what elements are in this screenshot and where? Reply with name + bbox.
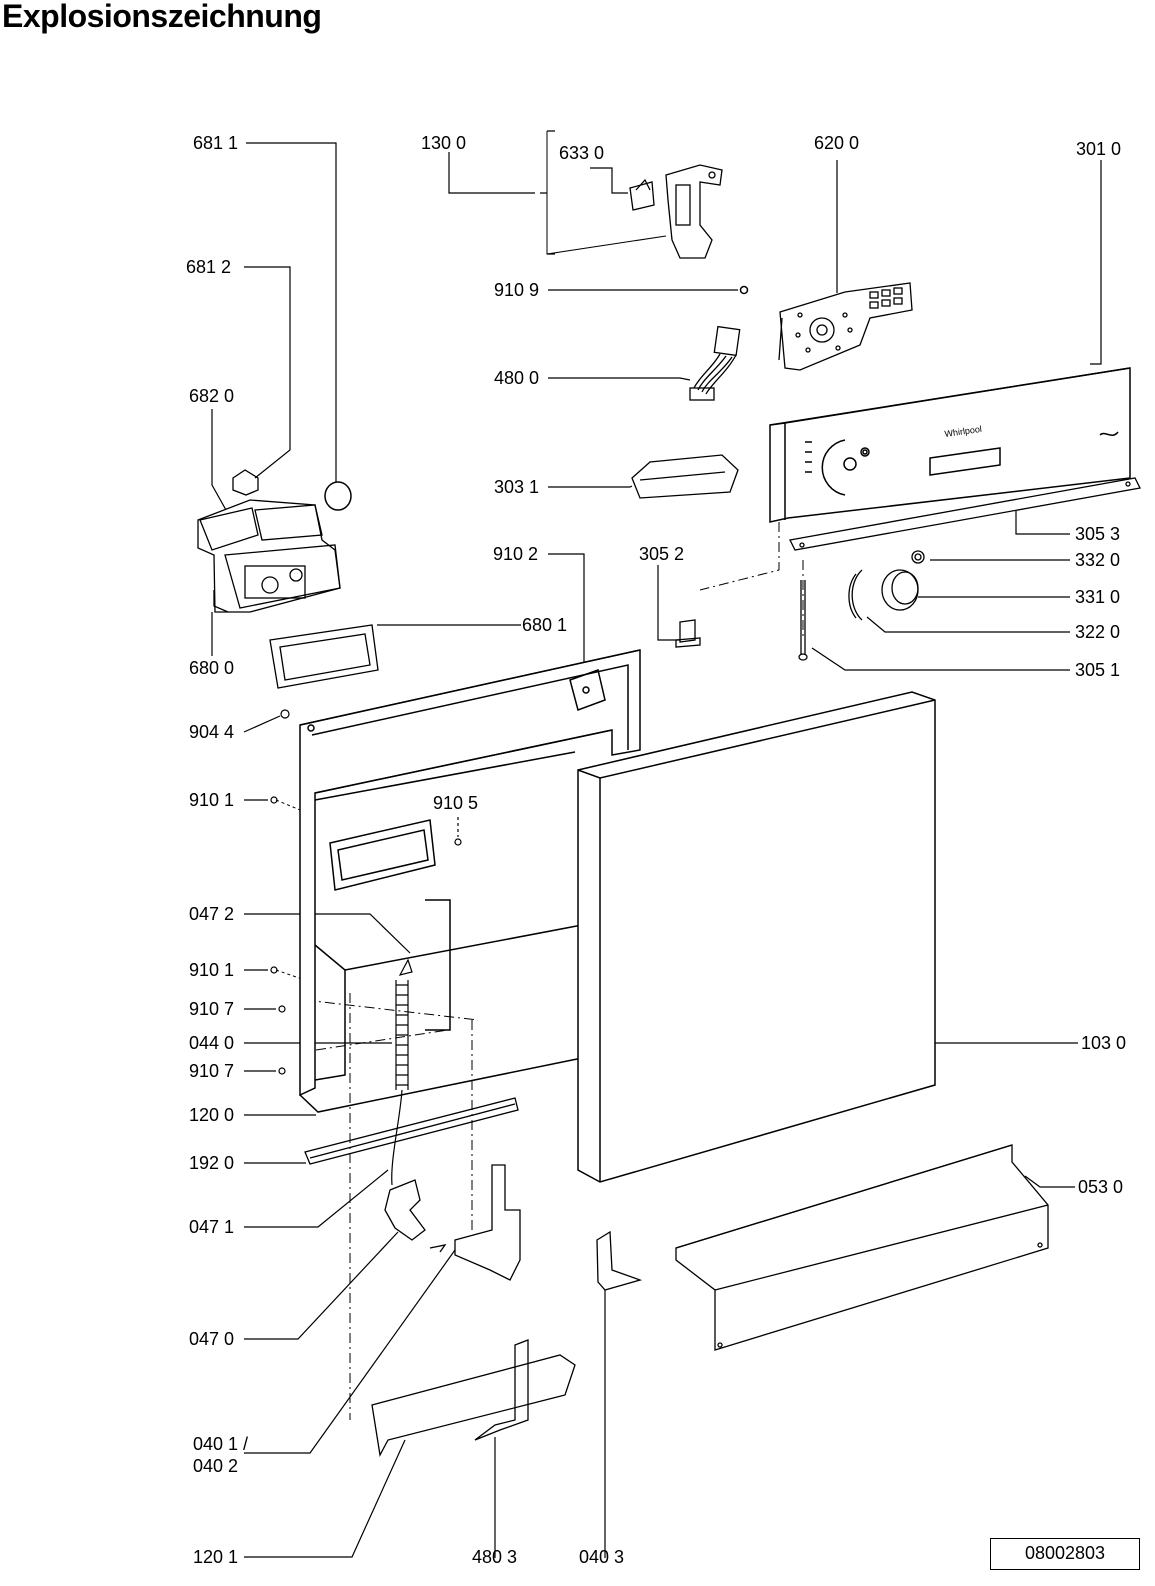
label-044-0: 044 0 (189, 1033, 235, 1053)
hinge-bracket (384, 1179, 447, 1253)
door-spring (391, 958, 413, 1186)
lower-door-panel (371, 1339, 576, 1458)
leader-lines (211, 130, 1102, 1558)
label-040-3: 040 3 (579, 1547, 625, 1567)
label-130-0: 130 0 (421, 133, 467, 153)
label-332-0: 332 0 (1075, 550, 1121, 570)
label-305-3: 305 3 (1075, 524, 1121, 544)
indicator-light-housing (631, 454, 739, 499)
label-303-1: 303 1 (494, 477, 540, 497)
label-305-2: 305 2 (639, 544, 685, 564)
page-title: Explosionszeichnung (2, 0, 322, 34)
outer-door-panel (577, 691, 936, 1183)
angle-bracket (596, 1230, 643, 1291)
side-bracket (454, 1164, 521, 1281)
label-192-0: 192 0 (189, 1153, 235, 1173)
screw-910-1-top (270, 796, 278, 804)
label-680-1: 680 1 (522, 615, 568, 635)
label-322-0: 322 0 (1075, 622, 1121, 642)
label-480-0: 480 0 (494, 368, 540, 388)
inner-door-panel (299, 649, 641, 1113)
hinge-clip (675, 619, 701, 648)
label-910-9: 910 9 (494, 280, 540, 300)
label-680-0: 680 0 (189, 658, 235, 678)
label-620-0: 620 0 (814, 133, 860, 153)
door-rail (304, 1097, 519, 1165)
control-board-pcb (778, 282, 913, 371)
label-910-5: 910 5 (433, 793, 479, 813)
nut-332-0 (911, 550, 925, 564)
label-904-4: 904 4 (189, 722, 235, 742)
label-331-0: 331 0 (1075, 587, 1121, 607)
screw-910-7-top (278, 1005, 286, 1013)
label-633-0: 633 0 (559, 143, 605, 163)
label-681-2: 681 2 (186, 257, 232, 277)
door-switch-assembly (629, 164, 723, 259)
label-040-2: 040 2 (193, 1456, 239, 1476)
label-910-1-bottom: 910 1 (189, 960, 235, 980)
label-040-1: 040 1 / (193, 1434, 249, 1454)
screw-910-5 (454, 838, 462, 846)
knob-ring (848, 569, 863, 621)
label-120-1: 120 1 (193, 1547, 239, 1567)
screw-910-7-bottom (278, 1067, 286, 1075)
latch-681-2 (232, 469, 259, 496)
program-knob (881, 569, 919, 611)
label-305-1: 305 1 (1075, 660, 1121, 680)
label-047-2: 047 2 (189, 904, 235, 924)
wire-harness (689, 325, 741, 401)
screw-910-9 (739, 285, 749, 295)
screw-heads (270, 709, 462, 1075)
kick-plate (675, 1144, 1049, 1351)
document-number: 08002803 (990, 1538, 1140, 1570)
screw-910-1-bottom (270, 966, 278, 974)
label-910-7-top: 910 7 (189, 999, 235, 1019)
label-047-0: 047 0 (189, 1329, 235, 1349)
label-910-7-bottom: 910 7 (189, 1061, 235, 1081)
label-480-3: 480 3 (472, 1547, 518, 1567)
label-910-2: 910 2 (493, 544, 539, 564)
screw-904-4 (280, 709, 290, 719)
label-120-0: 120 0 (189, 1105, 235, 1125)
panel-strip (789, 477, 1141, 551)
label-103-0: 103 0 (1081, 1033, 1127, 1053)
label-910-1-top: 910 1 (189, 790, 235, 810)
label-682-0: 682 0 (189, 386, 235, 406)
detergent-dispenser (197, 499, 341, 613)
label-047-1: 047 1 (189, 1217, 235, 1237)
round-button (324, 481, 352, 511)
control-panel-fascia: Whirlpool (769, 367, 1131, 523)
label-681-1: 681 1 (193, 133, 239, 153)
label-053-0: 053 0 (1078, 1177, 1124, 1197)
label-301-0: 301 0 (1076, 139, 1122, 159)
dispenser-gasket (269, 624, 379, 689)
spring-rod (798, 580, 808, 661)
